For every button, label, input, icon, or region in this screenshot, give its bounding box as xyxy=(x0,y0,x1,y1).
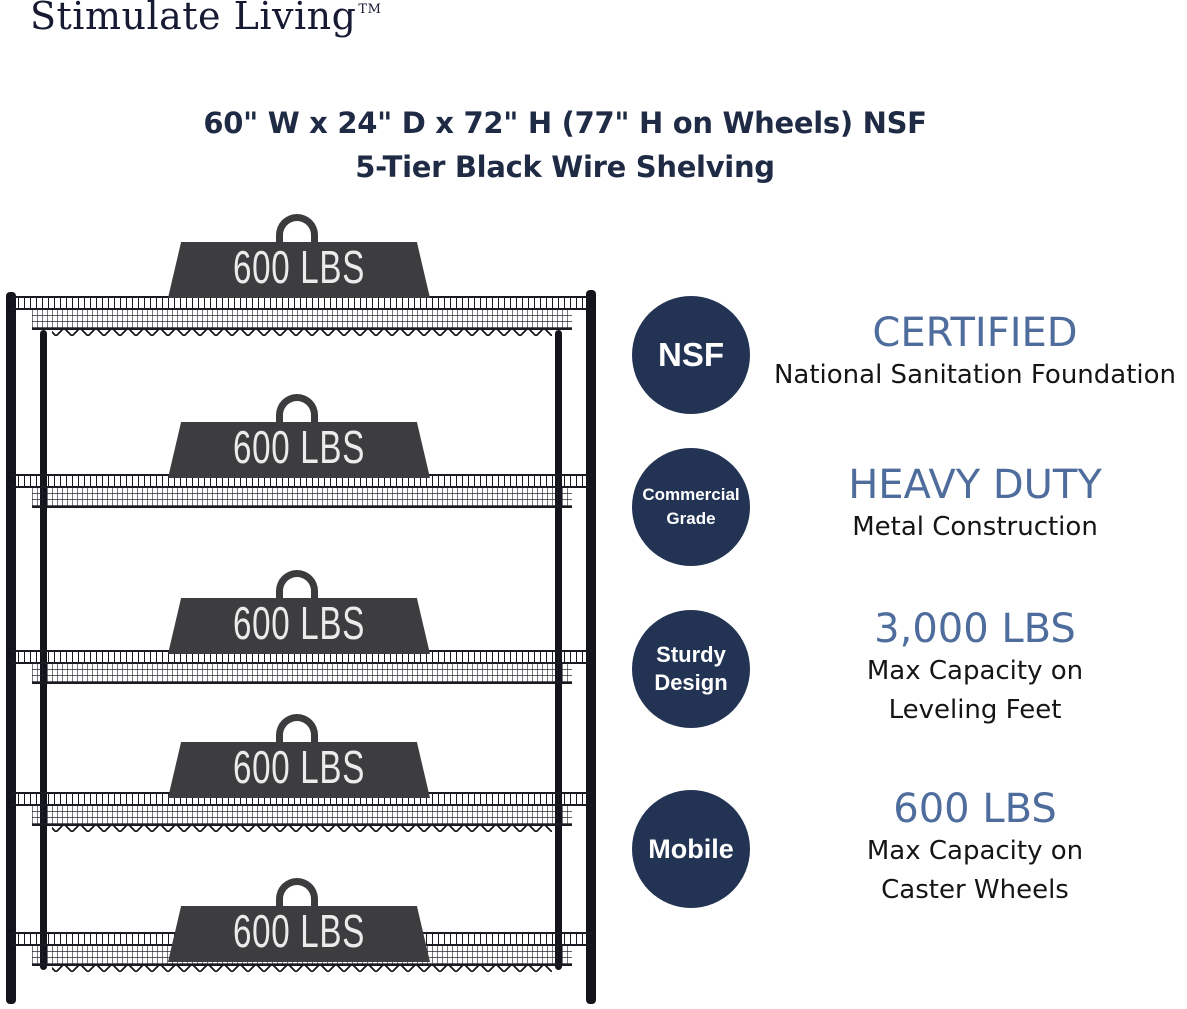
feature-subtext: National Sanitation Foundation xyxy=(773,360,1177,390)
feature-subtext: Metal Construction xyxy=(852,512,1098,542)
feature-subtext: Caster Wheels xyxy=(881,875,1069,905)
feature-headline: HEAVY DUTY xyxy=(848,462,1102,508)
feature-subtext: Max Capacity on xyxy=(866,836,1084,866)
weight-handle-icon xyxy=(276,214,318,248)
product-title-line2: 5-Tier Black Wire Shelving xyxy=(355,150,775,184)
feature-subtext: Leveling Feet xyxy=(888,695,1062,725)
weight-label: 600 LBS xyxy=(232,905,366,957)
weight-shelf-3: 600 LBS xyxy=(168,570,430,658)
brand-name: Stimulate Living xyxy=(30,0,357,38)
feature-headline: CERTIFIED xyxy=(872,310,1078,356)
weight-label: 600 LBS xyxy=(232,421,366,473)
weight-label: 600 LBS xyxy=(232,741,366,793)
weight-label: 600 LBS xyxy=(232,597,366,649)
weight-shelf-1: 600 LBS xyxy=(168,214,430,302)
trademark-symbol: TM xyxy=(358,2,382,17)
product-title-line1: 60" W x 24" D x 72" H (77" H on Wheels) … xyxy=(203,106,927,140)
weight-handle-icon xyxy=(276,878,318,912)
weight-shelf-5: 600 LBS xyxy=(168,878,430,966)
front-left-post xyxy=(6,292,16,1004)
wire-shelf-3 xyxy=(12,650,592,686)
weight-label: 600 LBS xyxy=(232,241,366,293)
feature-headline: 3,000 LBS xyxy=(874,606,1076,652)
wire-shelf-4 xyxy=(12,792,592,832)
front-right-post xyxy=(586,290,596,1004)
mobile-badge: Mobile xyxy=(632,790,750,908)
wire-shelf-2 xyxy=(12,474,592,510)
nsf-badge: NSF xyxy=(632,296,750,414)
weight-shelf-2: 600 LBS xyxy=(168,394,430,482)
shelving-unit-image: 600 LBS 600 LBS 600 LBS 600 LBS 600 LBS xyxy=(0,200,620,1009)
weight-handle-icon xyxy=(276,570,318,604)
weight-handle-icon xyxy=(276,714,318,748)
feature-headline: 600 LBS xyxy=(893,786,1057,832)
weight-handle-icon xyxy=(276,394,318,428)
feature-subtext: Max Capacity on xyxy=(866,656,1084,686)
weight-shelf-4: 600 LBS xyxy=(168,714,430,802)
